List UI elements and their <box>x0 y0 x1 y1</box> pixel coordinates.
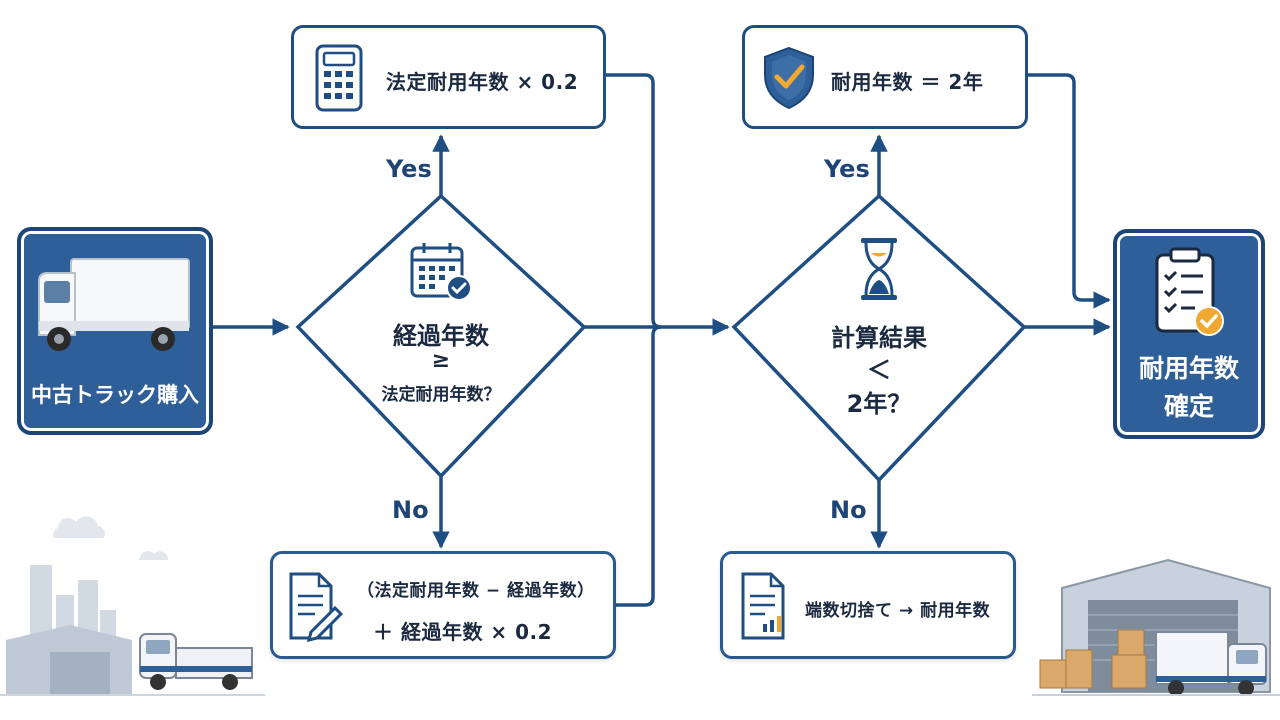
decision1-line1: 経過年数 <box>393 322 489 350</box>
small-truck <box>139 633 253 690</box>
line-no1-to-merge <box>616 325 662 607</box>
decision1-diamond <box>295 193 587 479</box>
start-label: 中古トラック購入 <box>31 383 199 407</box>
yes2-formula: 耐用年数 ＝ 2年 <box>831 70 984 94</box>
line-yes1-to-merge <box>606 73 662 329</box>
edge-label-no2: No <box>830 496 867 524</box>
edge-label-yes1: Yes <box>386 155 432 183</box>
decision2-line3: 2年？ <box>846 390 912 418</box>
document-edit-icon <box>289 572 344 642</box>
calculator-icon <box>315 44 363 112</box>
shield-check-icon <box>764 46 814 110</box>
no1-process-box: （法定耐用年数 − 経過年数） ＋ 経過年数 × 0.2 <box>270 551 616 659</box>
truck-icon <box>38 258 190 351</box>
edge-label-no1: No <box>392 496 429 524</box>
yes2-process-box: 耐用年数 ＝ 2年 <box>742 25 1028 129</box>
decision1-line2: ≥ <box>431 348 451 373</box>
no2-process-box: 端数切捨て → 耐用年数 <box>720 551 1016 659</box>
end-label-line1: 耐用年数 <box>1138 354 1239 383</box>
clipboard-check-icon <box>1155 247 1224 336</box>
decision2-line1: 計算結果 <box>831 324 927 352</box>
decision1-line3: 法定耐用年数？ <box>381 385 501 405</box>
yes1-process-box: 法定耐用年数 × 0.2 <box>291 25 606 129</box>
city-scene <box>0 516 265 696</box>
no1-formula-line2: ＋ 経過年数 × 0.2 <box>373 620 553 644</box>
start-node: 中古トラック購入 <box>17 227 213 435</box>
yes1-formula: 法定耐用年数 × 0.2 <box>386 70 579 94</box>
hourglass-icon <box>861 238 897 300</box>
end-label-line2: 確定 <box>1163 392 1214 421</box>
no1-formula-line1: （法定耐用年数 − 経過年数） <box>357 581 595 601</box>
warehouse-scene <box>1032 558 1280 696</box>
calendar-check-icon <box>410 243 472 301</box>
no2-formula: 端数切捨て → 耐用年数 <box>805 601 991 621</box>
end-node: 耐用年数 確定 <box>1113 229 1265 439</box>
decision2-diamond <box>731 193 1027 483</box>
decision2-line2: ＜ <box>867 356 891 384</box>
arrow-yes2-to-end <box>1028 73 1111 309</box>
report-chart-icon <box>741 572 785 640</box>
edge-label-yes2: Yes <box>824 155 870 183</box>
